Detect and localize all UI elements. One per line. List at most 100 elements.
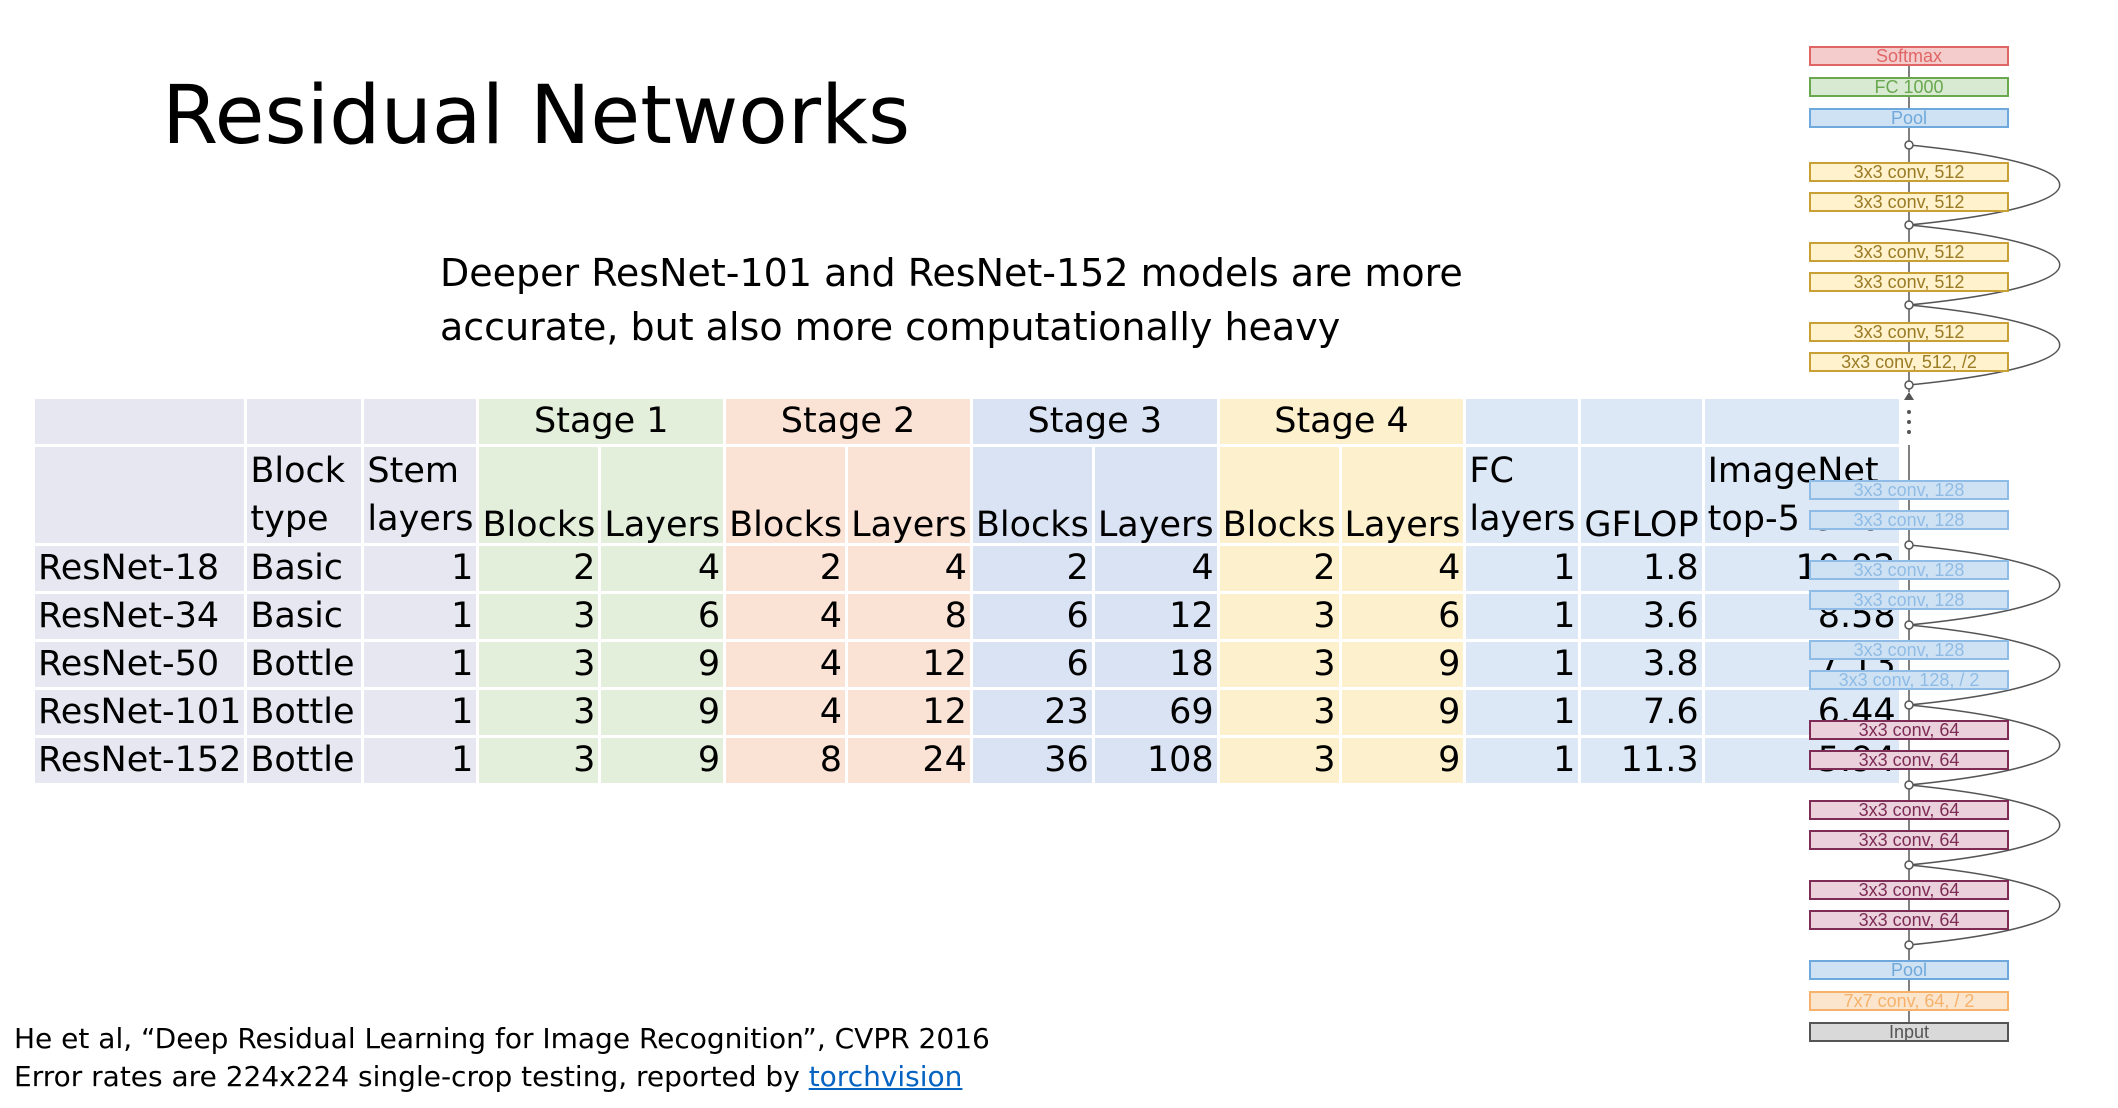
skip-connection (1908, 144, 2061, 226)
model-name-cell: ResNet-18 (35, 546, 245, 591)
diagram-layer: Input (1809, 1022, 2009, 1042)
ellipsis-dot (1907, 410, 1911, 414)
stage3-layers-cell: 69 (1094, 690, 1217, 735)
header-stage-4: Stage 4 (1219, 399, 1464, 444)
top5-error-cell: 7.13 (1704, 642, 1899, 687)
stage2-layers-cell: 12 (848, 690, 970, 735)
skip-connection (1908, 224, 2061, 306)
subtitle-line-2: accurate, but also more computationally … (440, 305, 1341, 349)
fc-layers-cell: 1 (1466, 690, 1579, 735)
header-stage2-blocks: Blocks (726, 447, 846, 543)
block-type-cell: Basic (247, 594, 362, 639)
junction-node (1904, 300, 1914, 310)
header-top5-error: ImageNet top-5 error (1704, 447, 1899, 543)
diagram-layer: Softmax (1809, 46, 2009, 66)
stage3-layers-cell: 4 (1094, 546, 1217, 591)
skip-connection (1908, 624, 2061, 706)
gflop-cell: 7.6 (1581, 690, 1702, 735)
header-stem-line1: Stem (367, 451, 459, 491)
diagram-layer: 3x3 conv, 512 (1809, 162, 2009, 182)
block-type-cell: Bottle (247, 690, 362, 735)
header-block-type-line1: Block (250, 451, 346, 491)
block-type-cell: Basic (247, 546, 362, 591)
stage3-layers-cell: 12 (1094, 594, 1217, 639)
header-stage3-layers: Layers (1094, 447, 1217, 543)
model-name-cell: ResNet-34 (35, 594, 245, 639)
diagram-layer: Pool (1809, 960, 2009, 980)
header-empty-cell (1704, 399, 1899, 444)
diagram-layer: 3x3 conv, 64 (1809, 800, 2009, 820)
header-stage2-layers: Layers (848, 447, 970, 543)
junction-node (1904, 780, 1914, 790)
header-stage4-layers: Layers (1341, 447, 1464, 543)
stage3-layers-cell: 18 (1094, 642, 1217, 687)
header-gflop: GFLOP (1581, 447, 1702, 543)
header-block-type: Block type (247, 447, 362, 543)
block-type-cell: Bottle (247, 642, 362, 687)
block-type-cell: Bottle (247, 738, 362, 783)
diagram-layer: 3x3 conv, 64 (1809, 910, 2009, 930)
fc-layers-cell: 1 (1466, 642, 1579, 687)
skip-connection (1908, 784, 2061, 866)
diagram-layer: 3x3 conv, 64 (1809, 830, 2009, 850)
fc-layers-cell: 1 (1466, 594, 1579, 639)
stage2-layers-cell: 4 (848, 546, 970, 591)
stage2-layers-cell: 12 (848, 642, 970, 687)
stage4-blocks-cell: 2 (1219, 546, 1339, 591)
junction-node (1904, 140, 1914, 150)
header-error-line2: top-5 error (1707, 499, 1896, 539)
stage2-layers-cell: 24 (848, 738, 970, 783)
gflop-cell: 3.6 (1581, 594, 1702, 639)
header-stage3-blocks: Blocks (972, 447, 1092, 543)
diagram-layer: 7x7 conv, 64, / 2 (1809, 991, 2009, 1011)
stem-layers-cell: 1 (364, 594, 477, 639)
top5-error-cell: 8.58 (1704, 594, 1899, 639)
stage3-blocks-cell: 6 (972, 642, 1092, 687)
stage1-blocks-cell: 3 (479, 690, 599, 735)
stage2-blocks-cell: 4 (726, 594, 846, 639)
gflop-cell: 3.8 (1581, 642, 1702, 687)
junction-node (1904, 540, 1914, 550)
header-empty-cell (247, 399, 362, 444)
stage4-layers-cell: 9 (1341, 642, 1464, 687)
skip-connection (1908, 304, 2061, 386)
junction-node (1904, 700, 1914, 710)
table-header-row-stages: Stage 1 Stage 2 Stage 3 Stage 4 (35, 399, 1899, 444)
stage2-blocks-cell: 4 (726, 690, 846, 735)
header-stage4-blocks: Blocks (1219, 447, 1339, 543)
diagram-layer: 3x3 conv, 512 (1809, 322, 2009, 342)
stage4-blocks-cell: 3 (1219, 738, 1339, 783)
stage3-blocks-cell: 36 (972, 738, 1092, 783)
footer-note: Error rates are 224x224 single-crop test… (14, 1058, 990, 1096)
diagram-layer: 3x3 conv, 512 (1809, 242, 2009, 262)
torchvision-link[interactable]: torchvision (808, 1060, 963, 1093)
stage4-blocks-cell: 3 (1219, 642, 1339, 687)
top5-error-cell: 6.44 (1704, 690, 1899, 735)
arrow-up-icon (1904, 392, 1914, 400)
slide-title: Residual Networks (162, 69, 911, 163)
ellipsis-dot (1907, 420, 1911, 424)
skip-connection (1908, 704, 2061, 786)
diagram-layer: FC 1000 (1809, 77, 2009, 97)
header-model-cell (35, 447, 245, 543)
header-empty-cell (35, 399, 245, 444)
stage2-blocks-cell: 4 (726, 642, 846, 687)
header-fc-layers: FC layers (1466, 447, 1579, 543)
header-block-type-line2: type (250, 499, 329, 539)
footer-note-text: Error rates are 224x224 single-crop test… (14, 1060, 809, 1093)
stage3-blocks-cell: 23 (972, 690, 1092, 735)
stage1-layers-cell: 9 (601, 642, 724, 687)
gflop-cell: 1.8 (1581, 546, 1702, 591)
diagram-layer: 3x3 conv, 512 (1809, 192, 2009, 212)
stage1-layers-cell: 9 (601, 738, 724, 783)
model-name-cell: ResNet-50 (35, 642, 245, 687)
header-empty-cell (364, 399, 477, 444)
stage4-layers-cell: 9 (1341, 738, 1464, 783)
stage3-blocks-cell: 6 (972, 594, 1092, 639)
header-stage-2: Stage 2 (726, 399, 970, 444)
